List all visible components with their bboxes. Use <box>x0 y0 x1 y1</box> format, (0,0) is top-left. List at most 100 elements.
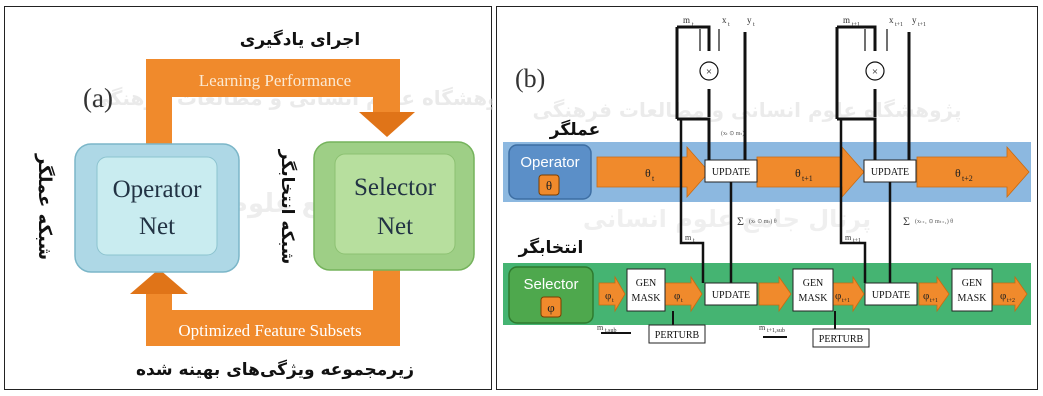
perturb-m-t1-sub: m <box>759 323 766 332</box>
top-persian-label: اجرای یادگیری <box>240 29 360 50</box>
theta-t2: θ <box>955 166 961 180</box>
gen-mask-2-line2: MASK <box>799 293 829 304</box>
multiply-node-1 <box>699 61 719 81</box>
gen-mask-2-line1: GEN <box>803 278 824 289</box>
input-y-t1: y <box>912 15 917 25</box>
phi-t1-2: φ <box>923 290 929 302</box>
optimized-feature-subsets-label: Optimized Feature Subsets <box>178 321 361 340</box>
theta-badge-symbol: θ <box>546 178 552 193</box>
gen-mask-1-line1: GEN <box>636 278 657 289</box>
left-persian-label: شبکه عملگر <box>34 153 56 260</box>
op-to-selector-lines <box>679 119 892 283</box>
input-y-t1-sub: t+1 <box>918 22 926 28</box>
note-sum-1: (xₜ ⊙ mₜ) θ <box>749 218 777 225</box>
phi-t1-1: φ <box>835 290 841 302</box>
perturb-m-t-sub-sub: t,sub <box>605 328 617 334</box>
phi-badge <box>540 296 562 318</box>
sel-input-m-t-sub: t <box>693 238 695 244</box>
phi-t-2-sub: t <box>681 298 683 304</box>
gen-mask-1-line2: MASK <box>632 293 662 304</box>
input-m-t1-sub: t+1 <box>852 22 860 28</box>
theta-t1-sub: t+1 <box>802 174 813 183</box>
phi-t-arrow-2 <box>664 275 703 313</box>
perturb-m-t1-sub-sub: t+1,sub <box>767 328 785 334</box>
phi-t-2: φ <box>674 290 680 302</box>
perturb-m-t-sub: m <box>597 323 604 332</box>
update-op-1-label: UPDATE <box>712 167 750 178</box>
sel-input-m-t1-sub: t+1 <box>853 238 861 244</box>
input-m-t-sub: t <box>692 22 694 28</box>
panel-a-label: (a) <box>83 83 113 113</box>
update-op-2-label: UPDATE <box>871 167 909 178</box>
phi-t2: φ <box>1000 290 1006 302</box>
inputs-group-2 <box>835 25 911 160</box>
optimized-feature-subsets-arrow <box>130 269 400 346</box>
selector-net-box <box>313 141 475 271</box>
middle-persian-label: شبکه انتخابگر <box>277 149 298 264</box>
operator-box <box>508 144 592 200</box>
theta-t2-sub: t+2 <box>962 174 973 183</box>
operator-net-box <box>74 143 240 273</box>
operator-box-title: Operator <box>520 154 579 171</box>
phi-t-1: φ <box>605 290 611 302</box>
input-y-t-sub: t <box>753 22 755 28</box>
multiply-node-2-symbol: × <box>872 66 878 78</box>
panel-a: پژوهشگاه علوم انسانی و مطالعات فرهنگی پر… <box>4 6 520 390</box>
perturb-box-2 <box>812 328 870 348</box>
watermark-b-line-1: پژوهشگاه علوم انسانی و مطالعات فرهنگی <box>532 98 961 123</box>
phi-t2-arrow-2 <box>992 275 1028 313</box>
input-y-t: y <box>747 15 752 25</box>
theta-t2-arrow <box>916 145 1030 199</box>
phi-t1-1-sub: t+1 <box>842 298 850 304</box>
input-m-t: m <box>683 15 690 25</box>
watermark-b-line-2: پرتال جامع علوم انسانی <box>583 205 871 233</box>
note-update-op: (xₜ ⊙ mₜ) <box>721 130 744 137</box>
selector-flow <box>598 275 1028 313</box>
input-x-t-sub: t <box>728 22 730 28</box>
learning-performance-arrow <box>146 59 415 144</box>
learning-performance-label: Learning Performance <box>199 71 351 90</box>
theta-badge <box>538 174 560 196</box>
operator-persian-label: عملگر <box>549 119 600 140</box>
phi-t-arrow-1 <box>598 275 626 313</box>
input-m-t1: m <box>843 15 850 25</box>
note-sum-2: (xₜ₊₁ ⊙ mₜ₊₁) θ <box>915 218 953 225</box>
gen-mask-box-3 <box>951 268 993 312</box>
theta-t1: θ <box>795 166 801 180</box>
phi-t2-arrow-1 <box>918 275 950 313</box>
multiply-node-1-symbol: × <box>706 66 712 78</box>
phi-t2-sub: t+2 <box>1007 298 1015 304</box>
panel-b-label: (b) <box>515 64 545 93</box>
operator-net-line1: Operator <box>113 176 203 203</box>
selector-box <box>508 266 594 324</box>
phi-t1-arrow-1 <box>758 275 792 313</box>
perturb-1-label: PERTURB <box>655 330 700 341</box>
update-sel-1-label: UPDATE <box>712 290 750 301</box>
sum-symbol-2: Σ <box>903 214 910 228</box>
operator-net-line2: Net <box>139 213 175 240</box>
perturb-2-label: PERTURB <box>819 334 864 345</box>
input-x-t1-sub: t+1 <box>895 22 903 28</box>
theta-t: θ <box>645 166 651 180</box>
multiply-node-2 <box>865 61 885 81</box>
selector-persian-label: انتخابگر <box>518 237 584 258</box>
sel-input-m-t: m <box>685 233 692 242</box>
update-box-sel-1 <box>704 282 758 306</box>
sum-symbol-1: Σ <box>737 214 744 228</box>
selector-net-line2: Net <box>377 213 413 240</box>
phi-t1-2-sub: t+1 <box>930 298 938 304</box>
panel-a-diagram: پژوهشگاه علوم انسانی و مطالعات فرهنگی پر… <box>34 29 520 380</box>
bottom-persian-label: زیرمجموعه ویژگی‌های بهینه شده <box>136 359 414 380</box>
gen-mask-box-2 <box>792 268 834 312</box>
panel-b: پژوهشگاه علوم انسانی و مطالعات فرهنگی پر… <box>496 6 1038 390</box>
panel-b-diagram: پژوهشگاه علوم انسانی و مطالعات فرهنگی پر… <box>503 15 1031 348</box>
gen-mask-3-line2: MASK <box>958 293 988 304</box>
selector-box-title: Selector <box>523 276 578 293</box>
gen-mask-box-1 <box>626 268 666 312</box>
phi-badge-symbol: φ <box>547 300 555 315</box>
selector-net-line1: Selector <box>354 174 437 201</box>
gen-mask-3-line1: GEN <box>962 278 983 289</box>
input-x-t: x <box>722 15 727 25</box>
phi-t1-arrow-2 <box>832 275 865 313</box>
